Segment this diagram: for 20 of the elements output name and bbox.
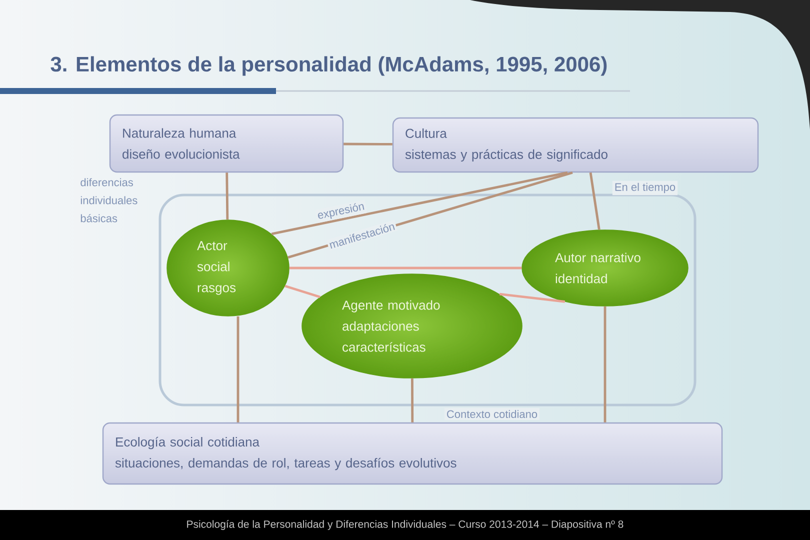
- connector-line: [236, 316, 240, 422]
- slide-title: 3. Elementos de la personalidad (McAdams, 1995, 2006): [50, 56, 607, 76]
- rounded-frame: [158, 194, 696, 406]
- concept-box: Naturaleza humana diseño evolucionista: [109, 114, 344, 173]
- edge-label: expresión: [314, 200, 368, 224]
- connector-line: [344, 142, 392, 146]
- connector-line: [289, 266, 522, 270]
- connector-line: [284, 284, 320, 298]
- footer-text: Psicología de la Personalidad y Diferencias Individuales – Curso 2013-2014 – Diapositiva nº 8: [187, 520, 624, 530]
- concept-box: Cultura sistemas y prácticas de significado: [392, 117, 759, 173]
- annotation-text: Contexto cotidiano: [444, 408, 540, 420]
- connector-line: [271, 171, 568, 236]
- connector-line: [589, 172, 600, 230]
- concept-box: Ecología social cotidiana situaciones, demandas de rol, tareas y desafíos evolutivos: [102, 422, 723, 485]
- connector-line: [604, 306, 606, 422]
- connector-line: [411, 378, 414, 422]
- annotation-text: En el tiempo: [612, 180, 678, 196]
- connector-line: [226, 172, 229, 220]
- annotation-text: diferencias individuales básicas: [80, 178, 138, 222]
- connector-line: [499, 292, 566, 303]
